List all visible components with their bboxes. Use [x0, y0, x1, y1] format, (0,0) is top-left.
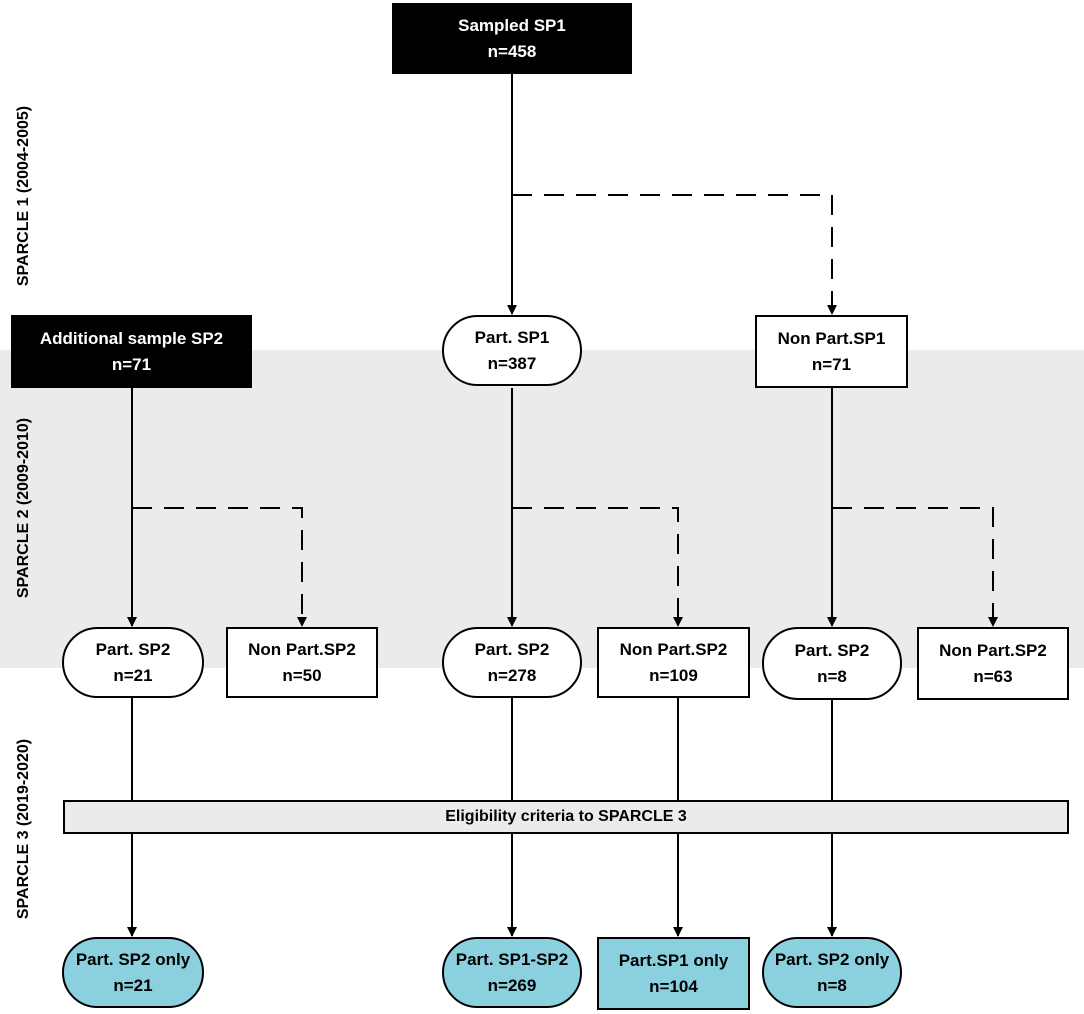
node-final-sp1-sp2: Part. SP1-SP2 n=269 [442, 937, 582, 1008]
eligibility-label: Eligibility criteria to SPARCLE 3 [445, 808, 687, 825]
node-count: n=21 [113, 975, 153, 995]
node-a-nonpart-sp2: Non Part.SP2 n=50 [226, 627, 378, 698]
arrow-part-sp1-to-nonpart-sp2 [512, 507, 683, 627]
node-label: Part. SP2 [794, 640, 870, 660]
node-count: n=109 [649, 665, 698, 685]
node-c-part-sp2: Part. SP2 n=8 [762, 627, 902, 700]
node-count: n=21 [113, 665, 153, 685]
node-label: Part. SP2 [95, 639, 171, 659]
node-a-part-sp2: Part. SP2 n=21 [62, 627, 204, 698]
node-count: n=104 [649, 976, 698, 996]
node-label: Additional sample SP2 [39, 328, 224, 348]
phase-label-sparcle2: SPARCLE 2 (2009-2010) [15, 417, 32, 599]
node-count: n=387 [487, 353, 537, 373]
node-nonpart-sp1: Non Part.SP1 n=71 [755, 315, 908, 388]
arrow-sampled-to-nonpart-sp1 [512, 194, 837, 315]
node-part-sp1: Part. SP1 n=387 [442, 315, 582, 386]
node-count: n=63 [973, 666, 1013, 686]
node-label: Non Part.SP1 [777, 328, 886, 348]
node-additional-sample-sp2: Additional sample SP2 n=71 [11, 315, 252, 388]
node-b-nonpart-sp2: Non Part.SP2 n=109 [597, 627, 750, 698]
node-sampled-sp1: Sampled SP1 n=458 [392, 3, 632, 74]
node-c-nonpart-sp2: Non Part.SP2 n=63 [917, 627, 1069, 700]
arrow-nonpart-sp1-to-nonpart-sp2 [832, 507, 998, 627]
node-label: Part.SP1 only [618, 950, 729, 970]
node-label: Part. SP2 only [75, 949, 191, 969]
node-final-sp2-only-c: Part. SP2 only n=8 [762, 937, 902, 1008]
node-label: Part. SP1 [474, 327, 550, 347]
node-label: Non Part.SP2 [248, 639, 356, 659]
node-count: n=50 [282, 665, 322, 685]
arrow-additional-to-nonpart-sp2 [132, 507, 307, 627]
node-label: Sampled SP1 [458, 15, 566, 35]
node-count: n=71 [111, 354, 152, 374]
node-count: n=278 [487, 665, 537, 685]
node-label: Non Part.SP2 [619, 639, 728, 659]
node-label: Non Part.SP2 [939, 640, 1047, 660]
node-final-sp1-only: Part.SP1 only n=104 [597, 937, 750, 1010]
node-label: Part. SP2 [474, 639, 550, 659]
node-count: n=269 [487, 975, 537, 995]
node-b-part-sp2: Part. SP2 n=278 [442, 627, 582, 698]
node-count: n=8 [817, 975, 847, 995]
node-count: n=458 [487, 41, 537, 61]
node-count: n=71 [811, 354, 852, 374]
phase-label-sparcle3: SPARCLE 3 (2019-2020) [15, 738, 32, 920]
eligibility-criteria-bar: Eligibility criteria to SPARCLE 3 [63, 800, 1069, 834]
node-label: Part. SP1-SP2 [455, 949, 569, 969]
node-final-sp2-only-a: Part. SP2 only n=21 [62, 937, 204, 1008]
node-count: n=8 [817, 666, 847, 686]
phase-label-sparcle1: SPARCLE 1 (2004-2005) [15, 105, 32, 287]
node-label: Part. SP2 only [774, 949, 890, 969]
